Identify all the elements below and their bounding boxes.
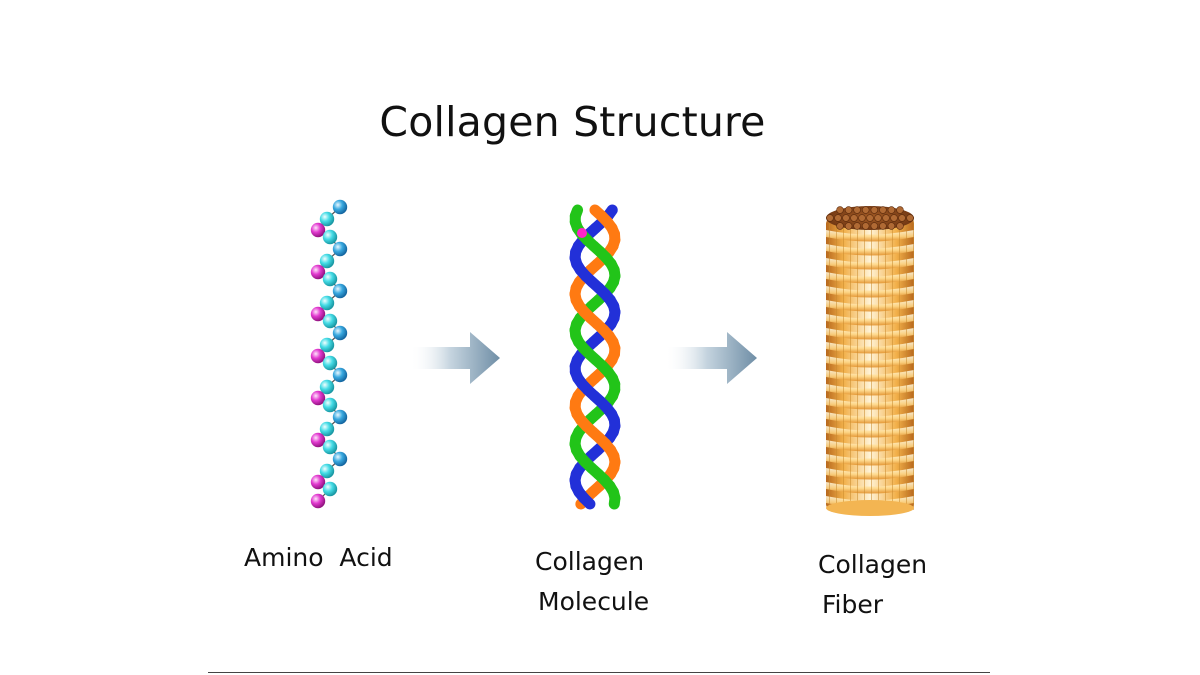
amino-acid-bead bbox=[310, 432, 326, 448]
collagen-molecule-label-line-2: Molecule bbox=[538, 587, 650, 616]
helix-strand-blue bbox=[588, 390, 607, 408]
amino-acid-bead bbox=[322, 313, 338, 329]
fiber-fibril-end bbox=[898, 214, 906, 222]
amino-acid-bead bbox=[322, 481, 338, 497]
helix-strand-green bbox=[586, 462, 604, 480]
diagram-title: Collagen Structure bbox=[379, 98, 766, 146]
amino-acid-bead bbox=[319, 295, 335, 311]
fiber-fibril-end bbox=[844, 206, 853, 214]
collagen-fiber-bundle bbox=[826, 206, 914, 516]
arrow-1-shape bbox=[410, 332, 500, 384]
amino-acid-chain bbox=[310, 199, 348, 509]
helix-strand-green bbox=[588, 240, 606, 258]
collagen-fiber-label-line-1: Collagen bbox=[818, 550, 928, 579]
fiber-fibril-end bbox=[834, 214, 842, 222]
amino-acid-bead bbox=[332, 199, 348, 215]
fiber-bottom-cap bbox=[826, 500, 914, 516]
amino-acid-bead bbox=[319, 379, 335, 395]
fiber-fibril-end bbox=[882, 214, 890, 222]
fiber-fibril-end bbox=[896, 206, 904, 214]
amino-acid-bead bbox=[310, 474, 326, 490]
fiber-fibril-end bbox=[890, 214, 898, 222]
fiber-fibril-end bbox=[879, 222, 887, 230]
helix-crossover-accent bbox=[577, 228, 587, 238]
amino-acid-bead bbox=[310, 493, 326, 509]
fiber-fibril-end bbox=[887, 206, 896, 214]
amino-acid-bead bbox=[322, 355, 338, 371]
arrow-2 bbox=[665, 332, 757, 384]
fiber-fibril-end bbox=[853, 206, 861, 214]
amino-acid-label-line-1: Amino Acid bbox=[244, 543, 393, 572]
fiber-fibril-end bbox=[866, 214, 874, 222]
amino-acid-bead bbox=[322, 439, 338, 455]
amino-acid-bead bbox=[319, 463, 335, 479]
fiber-fibril-end bbox=[879, 206, 887, 214]
fiber-fibril-end bbox=[870, 206, 878, 214]
fiber-fibril-end bbox=[887, 222, 896, 230]
amino-acid-label: Amino Acid bbox=[244, 538, 393, 578]
fiber-fibril-end bbox=[906, 214, 914, 222]
helix-strand-green bbox=[583, 348, 602, 366]
amino-acid-bead bbox=[319, 337, 335, 353]
amino-acid-bead bbox=[332, 283, 348, 299]
fiber-fibril-end bbox=[861, 206, 870, 214]
fiber-fibril-end bbox=[850, 214, 858, 222]
collagen-molecule-label: Collagen Molecule bbox=[535, 542, 649, 622]
amino-acid-bead bbox=[332, 409, 348, 425]
collagen-molecule-label-line-1: Collagen bbox=[535, 547, 645, 576]
arrow-1 bbox=[410, 332, 500, 384]
amino-acid-bead bbox=[332, 367, 348, 383]
arrow-2-shape bbox=[665, 332, 757, 384]
amino-acid-bead bbox=[332, 451, 348, 467]
collagen-fiber-label: Collagen Fiber bbox=[818, 545, 927, 625]
amino-acid-bead bbox=[322, 229, 338, 245]
fiber-fibril-end bbox=[853, 222, 861, 230]
amino-acid-bead bbox=[310, 390, 326, 406]
amino-acid-bead bbox=[332, 241, 348, 257]
fiber-fibril-end bbox=[874, 214, 882, 222]
fiber-fibril-end bbox=[861, 222, 870, 230]
fiber-fibril-end bbox=[858, 214, 866, 222]
collagen-molecule-helix bbox=[569, 204, 621, 510]
collagen-fiber-label-line-2: Fiber bbox=[822, 590, 884, 619]
amino-acid-bead bbox=[310, 222, 326, 238]
amino-acid-bead bbox=[322, 397, 338, 413]
amino-acid-bead bbox=[310, 348, 326, 364]
fiber-fibril-end bbox=[836, 206, 844, 214]
amino-acid-bead bbox=[310, 306, 326, 322]
helix-strand-orange bbox=[585, 312, 603, 330]
fiber-fibril-end bbox=[842, 214, 850, 222]
fiber-fibril-end bbox=[826, 214, 834, 222]
fiber-fibril-end bbox=[844, 222, 853, 230]
amino-acid-bead bbox=[319, 253, 335, 269]
amino-acid-bead bbox=[310, 264, 326, 280]
bottom-divider bbox=[208, 672, 990, 673]
fiber-fibril-end bbox=[896, 222, 904, 230]
helix-strand-blue bbox=[586, 276, 605, 294]
amino-acid-bead bbox=[319, 211, 335, 227]
amino-acid-bead bbox=[322, 271, 338, 287]
fiber-fibril-end bbox=[836, 222, 844, 230]
helix-strand-orange bbox=[587, 426, 605, 444]
fiber-fibril-end bbox=[870, 222, 878, 230]
helix-strand-blue bbox=[602, 204, 618, 222]
amino-acid-bead bbox=[332, 325, 348, 341]
helix-strand-orange bbox=[589, 204, 608, 222]
amino-acid-bead bbox=[319, 421, 335, 437]
helix-strand-blue bbox=[578, 492, 596, 510]
